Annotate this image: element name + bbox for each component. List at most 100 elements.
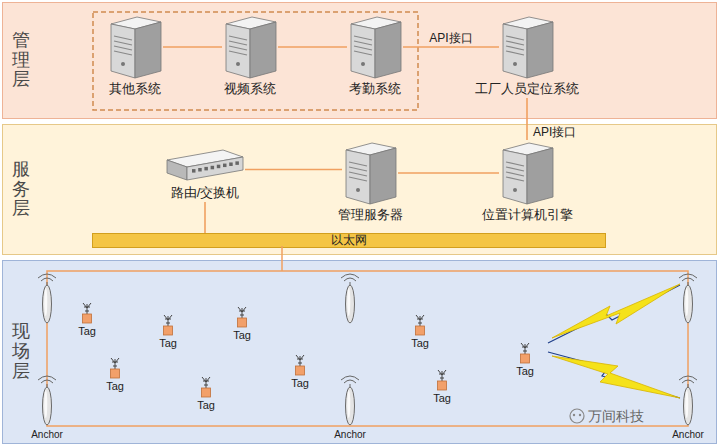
server-face — [135, 22, 161, 78]
anchor-antenna — [38, 376, 56, 425]
switch-face — [167, 160, 187, 180]
tag-label: Tag — [411, 337, 429, 350]
drive-slot — [349, 167, 367, 171]
tag-label: Tag — [197, 399, 215, 412]
layer-band: 其他系统 视频系统 考勤系统 工厂人员定位系统 管理层 — [2, 2, 717, 119]
anchor-antennas — [38, 274, 697, 425]
power-button — [513, 62, 517, 66]
drive-slot — [229, 36, 247, 40]
server-icon — [107, 14, 163, 80]
server-face — [370, 148, 396, 204]
server-icon — [347, 14, 403, 80]
server-node: 工厂人员定位系统 — [475, 14, 579, 98]
node-label: 管理服务器 — [338, 206, 403, 224]
drive-slot — [229, 46, 247, 50]
connector-line — [163, 46, 222, 48]
anchor-label: Anchor — [672, 429, 704, 441]
node-label: 其他系统 — [109, 80, 161, 98]
tag-icon — [416, 315, 425, 335]
drive-slot — [506, 36, 524, 40]
tag-label: Tag — [159, 337, 177, 350]
tag-label: Tag — [516, 365, 534, 378]
edge-label: API接口 — [533, 125, 576, 139]
group-dashed-box — [93, 12, 418, 110]
tag-label: Tag — [106, 380, 124, 393]
server-face — [226, 24, 250, 78]
watermark-icon — [570, 409, 584, 423]
connector-line — [398, 172, 499, 174]
power-button — [361, 62, 365, 66]
drive-slot — [506, 41, 524, 45]
server-icon — [342, 140, 398, 206]
tag-icons — [83, 303, 530, 397]
anchor-antenna — [679, 376, 697, 425]
connector-line — [204, 202, 206, 233]
tag-icon — [202, 377, 211, 397]
connector-line — [403, 46, 499, 48]
server-face — [375, 22, 401, 78]
signal-line — [548, 352, 680, 398]
switch-port — [217, 165, 221, 169]
layer-band: 路由/交换机管理服务器 位置计算机引擎以太网 服务层 — [2, 124, 717, 255]
node-label: 视频系统 — [224, 80, 276, 98]
tag-icon — [111, 358, 120, 378]
layer-title: 管理层 — [12, 31, 30, 90]
connector-line — [526, 98, 528, 140]
server-face — [250, 22, 276, 78]
drive-slot — [506, 46, 524, 50]
tag-label: Tag — [78, 325, 96, 338]
drive-slot — [354, 46, 372, 50]
connector-line — [245, 169, 342, 171]
server-icon — [222, 14, 278, 80]
tag-icon — [164, 315, 173, 335]
server-node: 其他系统 — [107, 14, 163, 98]
ethernet-bar: 以太网 — [92, 233, 606, 248]
switch-port — [223, 164, 227, 168]
drive-slot — [354, 36, 372, 40]
drive-slot — [114, 51, 132, 55]
connector-line — [278, 46, 347, 48]
drive-slot — [349, 172, 367, 176]
drive-slot — [354, 41, 372, 45]
node-label: 位置计算机引擎 — [482, 206, 573, 224]
tag-icon — [521, 343, 530, 363]
server-node: 管理服务器 — [338, 140, 403, 224]
tag-icon — [438, 370, 447, 390]
tag-label: Tag — [291, 377, 309, 390]
tag-label: Tag — [433, 392, 451, 405]
layer-title: 服务层 — [12, 160, 30, 219]
power-button — [236, 62, 240, 66]
power-button — [121, 62, 125, 66]
switch-port — [211, 166, 215, 170]
tag-icon — [238, 307, 247, 327]
drive-slot — [349, 177, 367, 181]
tag-icon — [83, 303, 92, 323]
node-label: 路由/交换机 — [171, 184, 240, 202]
node-label: 考勤系统 — [349, 80, 401, 98]
switch-port — [235, 161, 239, 165]
anchor-antenna — [679, 274, 697, 323]
drive-slot — [506, 172, 524, 176]
drive-slot — [114, 46, 132, 50]
server-face — [111, 24, 135, 78]
power-button — [513, 188, 517, 192]
drive-slot — [506, 177, 524, 181]
tag-label: Tag — [233, 329, 251, 342]
drive-slot — [506, 51, 524, 55]
server-node: 位置计算机引擎 — [482, 140, 573, 224]
server-face — [503, 24, 527, 78]
switch-face — [187, 157, 243, 180]
lightning-bolt — [552, 356, 680, 398]
server-node: 考勤系统 — [347, 14, 403, 98]
server-face — [527, 22, 553, 78]
server-icon — [499, 140, 555, 206]
wireless-signal — [548, 284, 680, 398]
watermark: 万间科技 — [588, 408, 644, 424]
edge-label: API接口 — [429, 31, 472, 45]
anchor-network-line — [47, 271, 688, 426]
anchor-antenna — [341, 274, 359, 323]
switch-icon — [165, 148, 245, 184]
signal-line — [548, 285, 680, 343]
drive-slot — [354, 51, 372, 55]
